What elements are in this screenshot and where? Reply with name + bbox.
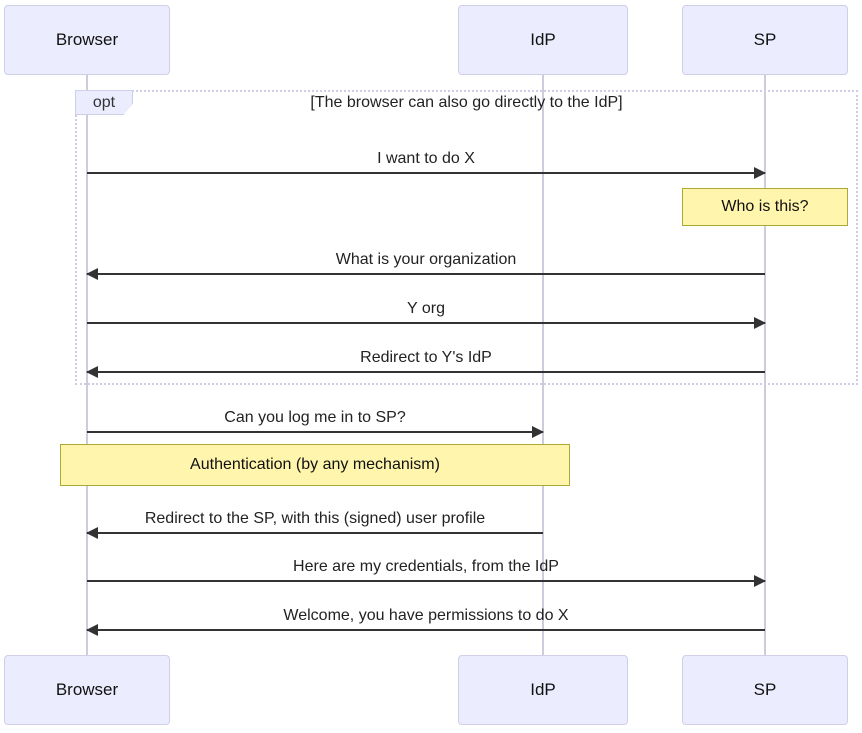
message-arrow <box>87 575 766 587</box>
note-text: Who is this? <box>721 198 809 215</box>
opt-fragment-label: opt <box>75 90 133 115</box>
arrowhead-right-icon <box>754 317 766 329</box>
arrowhead-left-icon <box>86 624 98 636</box>
actor-sp-label: SP <box>753 30 777 49</box>
note-who-is-this: Who is this? <box>682 188 848 226</box>
arrowhead-left-icon <box>86 527 98 539</box>
actor-sp-bottom: SP <box>682 655 848 725</box>
opt-fragment-guard: [The browser can also go directly to the… <box>310 94 623 111</box>
actor-sp-label: SP <box>753 680 777 699</box>
message-label: Here are my credentials, from the IdP <box>293 558 559 575</box>
message-can-you-log-me-in: Can you log me in to SP? <box>87 408 544 438</box>
actor-browser-label: Browser <box>55 30 119 49</box>
arrowhead-right-icon <box>532 426 544 438</box>
arrowhead-right-icon <box>754 167 766 179</box>
actor-browser-top: Browser <box>4 5 170 75</box>
arrowhead-left-icon <box>86 268 98 280</box>
actor-browser-label: Browser <box>55 680 119 699</box>
message-label: Redirect to Y's IdP <box>360 349 492 366</box>
message-label: What is your organization <box>335 251 517 268</box>
message-arrow <box>87 167 766 179</box>
message-here-are-my-credentials: Here are my credentials, from the IdP <box>87 557 766 587</box>
message-arrow <box>86 527 543 539</box>
actor-idp-top: IdP <box>458 5 628 75</box>
actor-idp-label: IdP <box>530 30 556 49</box>
opt-fragment: opt [The browser can also go directly to… <box>75 90 858 385</box>
message-arrow <box>87 426 544 438</box>
arrowhead-left-icon <box>86 366 98 378</box>
actor-idp-label: IdP <box>530 680 556 699</box>
arrowhead-right-icon <box>754 575 766 587</box>
note-authentication: Authentication (by any mechanism) <box>60 444 570 486</box>
message-what-is-your-organization: What is your organization <box>86 250 765 280</box>
message-label: Welcome, you have permissions to do X <box>283 607 569 624</box>
message-arrow <box>86 366 765 378</box>
message-label: Y org <box>407 300 445 317</box>
note-text: Authentication (by any mechanism) <box>190 456 440 473</box>
lifeline-sp <box>764 75 766 657</box>
message-arrow <box>87 317 766 329</box>
actor-sp-top: SP <box>682 5 848 75</box>
message-welcome-permissions: Welcome, you have permissions to do X <box>86 606 765 636</box>
message-label: I want to do X <box>377 150 475 167</box>
actor-browser-bottom: Browser <box>4 655 170 725</box>
message-label: Redirect to the SP, with this (signed) u… <box>144 510 486 527</box>
message-arrow <box>86 268 765 280</box>
message-redirect-to-sp-profile: Redirect to the SP, with this (signed) u… <box>86 509 543 539</box>
message-label: Can you log me in to SP? <box>224 409 406 426</box>
message-i-want-to-do-x: I want to do X <box>87 149 766 179</box>
message-y-org: Y org <box>87 299 766 329</box>
actor-idp-bottom: IdP <box>458 655 628 725</box>
message-redirect-to-ys-idp: Redirect to Y's IdP <box>86 348 765 378</box>
message-arrow <box>86 624 765 636</box>
lifeline-idp <box>542 75 544 657</box>
